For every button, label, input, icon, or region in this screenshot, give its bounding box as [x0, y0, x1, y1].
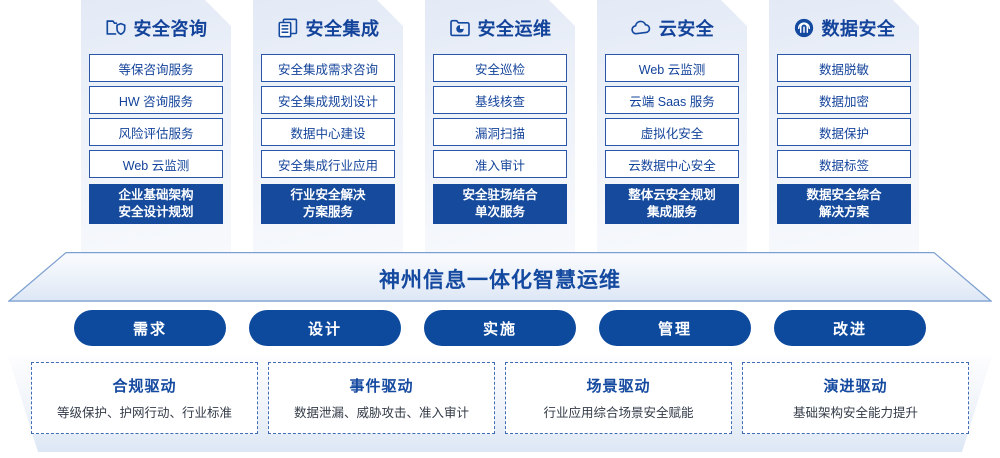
service-item[interactable]: HW 咨询服务 — [89, 86, 223, 114]
driver-title: 事件驱动 — [349, 378, 414, 395]
lifecycle-stage-pill[interactable]: 改进 — [774, 310, 926, 346]
service-highlight-line: 方案服务 — [302, 205, 353, 219]
service-column-title: 数据安全 — [821, 19, 896, 39]
service-column: 安全咨询等保咨询服务 HW 咨询服务风险评估服务 Web 云监测企业基础架构安全设计… — [81, 0, 231, 252]
service-column-title: 云安全 — [658, 19, 715, 39]
service-item[interactable]: 风险评估服务 — [89, 118, 223, 146]
service-highlight[interactable]: 行业安全解决方案服务 — [261, 184, 395, 224]
service-item[interactable]: 数据标签 — [777, 150, 911, 178]
service-item[interactable]: 漏洞扫描 — [433, 118, 567, 146]
driver-title: 合规驱动 — [112, 378, 177, 395]
service-item[interactable]: 数据加密 — [777, 86, 911, 114]
service-column-header: 数据安全 — [793, 2, 896, 54]
service-item[interactable]: 等保咨询服务 — [89, 54, 223, 82]
service-columns: 安全咨询等保咨询服务 HW 咨询服务风险评估服务 Web 云监测企业基础架构安全设计… — [0, 0, 1000, 252]
service-highlight[interactable]: 数据安全综合解决方案 — [777, 184, 911, 224]
fingerprint-icon — [793, 17, 815, 39]
cloud-icon — [630, 17, 652, 39]
lifecycle-stage-pill[interactable]: 管理 — [599, 310, 751, 346]
driver-card[interactable]: 场景驱动行业应用综合场景安全赋能 — [505, 362, 732, 434]
service-column-header: 安全咨询 — [105, 2, 208, 54]
service-column: 安全集成安全集成需求咨询安全集成规划设计数据中心建设安全集成行业应用行业安全解决… — [253, 0, 403, 252]
service-item[interactable]: 数据中心建设 — [261, 118, 395, 146]
service-highlight[interactable]: 安全驻场结合单次服务 — [433, 184, 567, 224]
driver-card[interactable]: 演进驱动基础架构安全能力提升 — [742, 362, 969, 434]
service-highlight-line: 安全设计规划 — [118, 205, 194, 219]
service-item[interactable]: Web 云监测 — [89, 150, 223, 178]
service-highlight-line: 整体云安全规划 — [628, 188, 716, 202]
lifecycle-stage-pill[interactable]: 设计 — [249, 310, 401, 346]
service-highlight-line: 单次服务 — [474, 205, 525, 219]
service-highlight-line: 解决方案 — [818, 205, 869, 219]
service-highlight[interactable]: 企业基础架构安全设计规划 — [89, 184, 223, 224]
folder-chart-icon — [449, 17, 471, 39]
service-column-title: 安全咨询 — [133, 19, 208, 39]
lifecycle-stage-pill[interactable]: 实施 — [424, 310, 576, 346]
service-item[interactable]: 安全集成行业应用 — [261, 150, 395, 178]
service-highlight-line: 数据安全综合 — [806, 188, 882, 202]
service-highlight-line: 行业安全解决 — [290, 188, 366, 202]
service-column-header: 安全集成 — [277, 2, 380, 54]
driver-description: 基础架构安全能力提升 — [792, 406, 918, 420]
driver-card[interactable]: 合规驱动等级保护、护网行动、行业标准 — [31, 362, 258, 434]
lifecycle-stages: 需求设计实施管理改进 — [0, 310, 1000, 346]
driver-title: 场景驱动 — [586, 378, 651, 395]
drivers-row: 合规驱动等级保护、护网行动、行业标准事件驱动数据泄漏、威胁攻击、准入审计场景驱动… — [8, 356, 992, 452]
service-item[interactable]: 数据脱敏 — [777, 54, 911, 82]
service-column-header: 云安全 — [630, 2, 715, 54]
service-item[interactable]: 准入审计 — [433, 150, 567, 178]
service-item[interactable]: 虚拟化安全 — [605, 118, 739, 146]
service-item[interactable]: 数据保护 — [777, 118, 911, 146]
service-column: 云安全 Web 云监测云端 Saas 服务虚拟化安全云数据中心安全整体云安全规划集… — [597, 0, 747, 252]
service-column-header: 安全运维 — [449, 2, 552, 54]
lifecycle-stage-pill[interactable]: 需求 — [74, 310, 226, 346]
service-column-title: 安全运维 — [477, 19, 552, 39]
service-item[interactable]: 云端 Saas 服务 — [605, 86, 739, 114]
service-highlight-line: 集成服务 — [646, 205, 697, 219]
service-item[interactable]: Web 云监测 — [605, 54, 739, 82]
folder-shield-icon — [105, 17, 127, 39]
service-highlight[interactable]: 整体云安全规划集成服务 — [605, 184, 739, 224]
platform-banner: 神州信息一体化智慧运维 — [8, 252, 992, 302]
driver-card[interactable]: 事件驱动数据泄漏、威胁攻击、准入审计 — [268, 362, 495, 434]
service-highlight-line: 企业基础架构 — [118, 188, 194, 202]
service-item[interactable]: 安全集成规划设计 — [261, 86, 395, 114]
service-highlight-line: 安全驻场结合 — [462, 188, 538, 202]
service-item[interactable]: 基线核查 — [433, 86, 567, 114]
service-column-title: 安全集成 — [305, 19, 380, 39]
service-item[interactable]: 云数据中心安全 — [605, 150, 739, 178]
driver-description: 行业应用综合场景安全赋能 — [543, 406, 694, 420]
stacked-documents-icon — [277, 17, 299, 39]
platform-banner-title: 神州信息一体化智慧运维 — [379, 269, 621, 292]
service-column: 数据安全数据脱敏数据加密数据保护数据标签数据安全综合解决方案 — [769, 0, 919, 252]
driver-description: 数据泄漏、威胁攻击、准入审计 — [293, 406, 469, 420]
driver-title: 演进驱动 — [823, 378, 888, 395]
service-item[interactable]: 安全巡检 — [433, 54, 567, 82]
service-item[interactable]: 安全集成需求咨询 — [261, 54, 395, 82]
service-column: 安全运维安全巡检基线核查漏洞扫描准入审计安全驻场结合单次服务 — [425, 0, 575, 252]
driver-description: 等级保护、护网行动、行业标准 — [56, 406, 232, 420]
